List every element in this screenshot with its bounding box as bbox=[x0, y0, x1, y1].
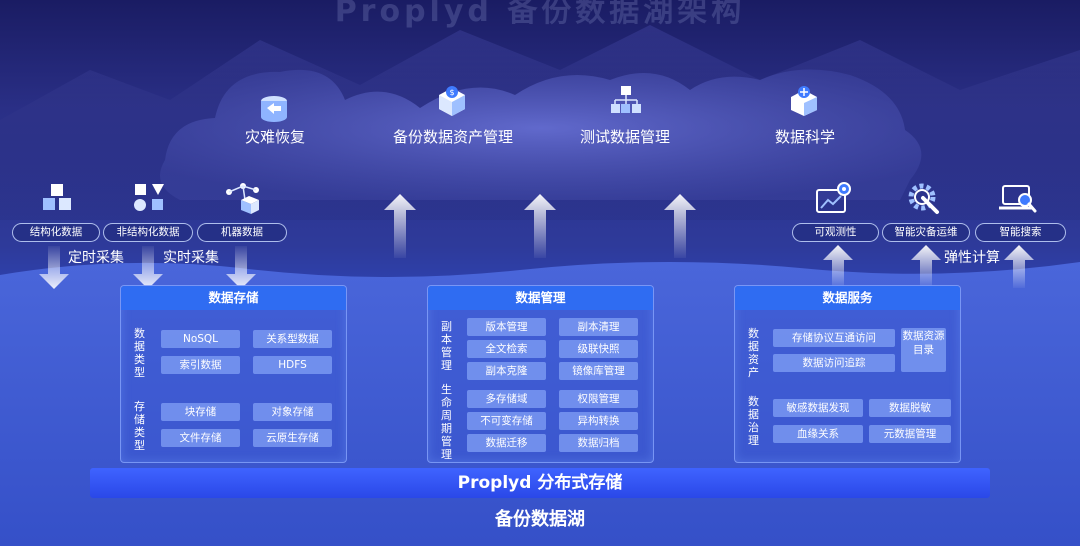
flow-label-scheduled: 定时采集 bbox=[68, 250, 124, 266]
gear-wrench-icon bbox=[908, 183, 939, 214]
cell: 全文检索 bbox=[467, 340, 546, 358]
cell: 副本清理 bbox=[559, 318, 638, 336]
down-arrow-icon bbox=[226, 246, 256, 289]
up-arrow-icon bbox=[384, 194, 416, 258]
cell: 关系型数据 bbox=[253, 330, 332, 348]
cell: 级联快照 bbox=[559, 340, 638, 358]
page-title: Proplyd 备份数据湖架构 bbox=[334, 0, 746, 29]
group-label-governance: 数据治理 bbox=[748, 395, 759, 447]
panel-title: 数据管理 bbox=[428, 286, 653, 310]
group-label-lifecycle: 生命周期管理 bbox=[441, 383, 452, 461]
cell: 云原生存储 bbox=[253, 429, 332, 447]
cell: 索引数据 bbox=[161, 356, 240, 374]
cell: 文件存储 bbox=[161, 429, 240, 447]
cell: 数据归档 bbox=[559, 434, 638, 452]
cell: 数据迁移 bbox=[467, 434, 546, 452]
group-label-data-asset: 数据资产 bbox=[748, 327, 759, 379]
cell: 对象存储 bbox=[253, 403, 332, 421]
source-structured-data: 结构化数据 bbox=[12, 223, 100, 242]
panel-title: 数据服务 bbox=[735, 286, 960, 310]
cell: 元数据管理 bbox=[869, 425, 951, 443]
cell: 多存储域 bbox=[467, 390, 546, 408]
laptop-search-icon bbox=[999, 185, 1037, 213]
cell: 血缘关系 bbox=[773, 425, 863, 443]
cloud-label-backup-asset: 备份数据资产管理 bbox=[392, 128, 513, 146]
cell: 不可变存储 bbox=[467, 412, 546, 430]
cell: 存储协议互通访问 bbox=[773, 329, 895, 347]
up-arrow-icon bbox=[524, 194, 556, 258]
down-arrow-icon bbox=[39, 246, 69, 289]
service-observability: 可观测性 bbox=[792, 223, 879, 242]
panel-data-storage: 数据存储 数据类型 NoSQL 关系型数据 索引数据 HDFS 存储类型 块存储… bbox=[120, 285, 347, 463]
down-arrow-icon bbox=[133, 246, 163, 289]
up-arrow-icon bbox=[664, 194, 696, 258]
data-asset-cube-icon: $ bbox=[439, 86, 465, 116]
monitor-gear-icon bbox=[816, 182, 851, 213]
cell: 敏感数据发现 bbox=[773, 399, 863, 417]
panel-data-management: 数据管理 副本管理 版本管理 副本清理 全文检索 级联快照 副本克隆 镜像库管理… bbox=[427, 285, 654, 463]
cloud-label-test-data: 测试数据管理 bbox=[579, 128, 670, 146]
cell: 权限管理 bbox=[559, 390, 638, 408]
cell: HDFS bbox=[253, 356, 332, 374]
cell: 数据资源目录 bbox=[901, 328, 946, 372]
flow-label-elastic: 弹性计算 bbox=[944, 250, 1000, 266]
robot-arm-icon bbox=[226, 183, 259, 214]
data-science-cube-icon bbox=[791, 86, 817, 116]
cube-network-icon bbox=[611, 86, 641, 113]
panel-title: 数据存储 bbox=[121, 286, 346, 310]
panel-data-service: 数据服务 数据资产 存储协议互通访问 数据访问追踪 数据资源目录 数据治理 敏感… bbox=[734, 285, 961, 463]
database-restore-icon bbox=[261, 96, 287, 122]
source-unstructured-data: 非结构化数据 bbox=[103, 223, 193, 242]
up-arrow-icon bbox=[823, 245, 853, 288]
svg-text:$: $ bbox=[449, 88, 454, 97]
backup-data-lake-title: 备份数据湖 bbox=[495, 509, 585, 530]
cell: 数据脱敏 bbox=[869, 399, 951, 417]
cell: 版本管理 bbox=[467, 318, 546, 336]
group-label-data-type: 数据类型 bbox=[134, 327, 145, 379]
cell: 块存储 bbox=[161, 403, 240, 421]
up-arrow-icon bbox=[911, 245, 941, 288]
cubes-icon bbox=[43, 184, 71, 210]
cell: 镜像库管理 bbox=[559, 362, 638, 380]
flow-label-realtime: 实时采集 bbox=[163, 250, 219, 266]
distributed-storage-bar: Proplyd 分布式存储 bbox=[90, 468, 990, 498]
cell: 异构转换 bbox=[559, 412, 638, 430]
cell: 数据访问追踪 bbox=[773, 354, 895, 372]
group-label-storage-type: 存储类型 bbox=[134, 400, 145, 452]
shapes-icon bbox=[134, 184, 164, 211]
cell: 副本克隆 bbox=[467, 362, 546, 380]
cell: NoSQL bbox=[161, 330, 240, 348]
service-smart-ops: 智能灾备运维 bbox=[882, 223, 970, 242]
cloud-label-data-science: 数据科学 bbox=[774, 128, 835, 146]
group-label-replica: 副本管理 bbox=[441, 320, 452, 372]
service-smart-search: 智能搜索 bbox=[975, 223, 1066, 242]
source-machine-data: 机器数据 bbox=[197, 223, 287, 242]
up-arrow-icon bbox=[1004, 245, 1034, 288]
cloud-label-disaster-recovery: 灾难恢复 bbox=[244, 128, 305, 146]
